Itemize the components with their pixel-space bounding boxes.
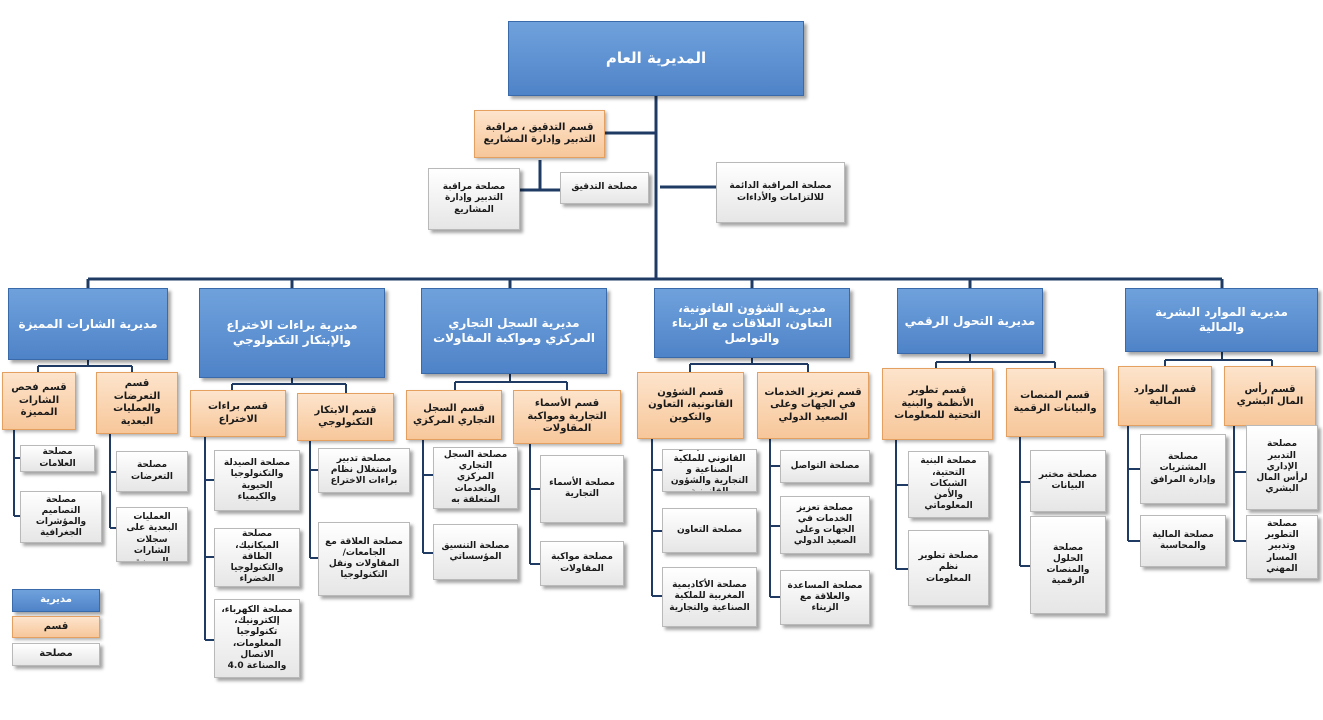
legend-division: قسم: [12, 616, 100, 638]
unit-electricity-it-industry40[interactable]: مصلحة الكهرباء، إلكترونيك، تكنولوجيا الم…: [214, 599, 300, 678]
unit-moroccan-academy[interactable]: مصلحة الأكاديمية المغربية للملكية الصناع…: [662, 567, 757, 627]
unit-business-support[interactable]: مصلحة مواكبة المقاولات: [540, 541, 624, 586]
directorate-digital-transformation[interactable]: مديرية التحول الرقمي: [897, 288, 1043, 354]
unit-legal-framework[interactable]: مصلحة الإطار القانوني للملكية الصناعية و…: [662, 449, 757, 492]
division-services-regions-international[interactable]: قسم تعزيز الخدمات في الجهات وعلى الصعيد …: [757, 372, 869, 439]
division-marks-examination[interactable]: قسم فحص الشارات المميزة: [2, 372, 76, 430]
legend-directorate: مديرية: [12, 589, 100, 612]
division-patents[interactable]: قسم براءات الاختراع: [190, 390, 286, 437]
unit-services-regions[interactable]: مصلحة تعزيز الخدمات في الجهات وعلى الصعي…: [780, 496, 870, 554]
unit-patent-system-management[interactable]: مصلحة تدبير واستغلال نظام براءات الاخترا…: [318, 448, 410, 493]
unit-designs-geo-indications[interactable]: مصلحة التصاميم والمؤشرات الجغرافية: [20, 491, 102, 543]
unit-customer-assistance[interactable]: مصلحة المساعدة والعلاقة مع الزبناء: [780, 570, 870, 625]
unit-hr-administration[interactable]: مصلحة التدبير الإداري لرأس المال البشري: [1246, 425, 1318, 510]
division-financial-resources[interactable]: قسم الموارد المالية: [1118, 366, 1212, 426]
division-opposition-post-ops[interactable]: قسم التعرضات والعمليات البعدية: [96, 372, 178, 434]
directorate-distinctive-marks[interactable]: مديرية الشارات المميزة: [8, 288, 168, 360]
project-control-unit-box[interactable]: مصلحة مراقبة التدبير وإدارة المشاريع: [428, 168, 520, 230]
division-tech-innovation[interactable]: قسم الابتكار التكنولوجي: [297, 393, 394, 441]
unit-university-relations-tech-transfer[interactable]: مصلحة العلاقة مع الجامعات/المقاولات ونقل…: [318, 522, 410, 596]
unit-cooperation[interactable]: مصلحة التعاون: [662, 508, 757, 553]
directorate-patents[interactable]: مديرية براءات الاختراع والإبتكار التكنول…: [199, 288, 385, 378]
unit-data-lab[interactable]: مصلحة مختبر البيانات: [1030, 450, 1106, 512]
director-general-box[interactable]: المديرية العام: [508, 21, 804, 96]
unit-communication[interactable]: مصلحة التواصل: [780, 450, 870, 483]
unit-post-registration-ops[interactable]: مصلحة العمليات البعدية على سجلات الشارات…: [116, 507, 188, 562]
legend-unit: مصلحة: [12, 643, 100, 666]
unit-information-systems-dev[interactable]: مصلحة تطوير نظم المعلومات: [908, 530, 989, 606]
unit-infrastructure-networks-security[interactable]: مصلحة البنية التحتية، الشبكات والأمن الم…: [908, 451, 989, 518]
division-digital-platforms[interactable]: قسم المنصات والبيانات الرقمية: [1006, 368, 1104, 437]
audit-unit-box[interactable]: مصلحة التدقيق: [560, 172, 649, 204]
division-legal-training[interactable]: قسم الشؤون القانونية، التعاون والتكوين: [637, 372, 744, 439]
unit-pharma-biotech-chem[interactable]: مصلحة الصيدلة والتكنولوجيا الحيوية والكي…: [214, 450, 300, 511]
unit-digital-solutions[interactable]: مصلحة الحلول والمنصات الرقمية: [1030, 516, 1106, 614]
directorate-hr-finance[interactable]: مديرية الموارد البشرية والمالية: [1125, 288, 1318, 352]
directorate-commercial-registry[interactable]: مديرية السجل التجاري المركزي ومواكبة الم…: [421, 288, 607, 374]
division-systems-infrastructure[interactable]: قسم تطوير الأنظمة والبنية التحتية للمعلو…: [882, 368, 993, 440]
unit-procurement-facilities[interactable]: مصلحة المشتريات وإدارة المرافق: [1140, 434, 1226, 504]
unit-finance-accounting[interactable]: مصلحة المالية والمحاسبة: [1140, 515, 1226, 567]
unit-central-registry-services[interactable]: مصلحة السجل التجاري المركزي والخدمات الم…: [433, 447, 518, 509]
directorate-legal-cooperation[interactable]: مديرية الشؤون القانونية، التعاون، العلاق…: [654, 288, 850, 358]
division-human-capital[interactable]: قسم رأس المال البشري: [1224, 366, 1316, 426]
audit-division-box[interactable]: قسم التدقيق ، مراقبة التدبير وإدارة المش…: [474, 110, 605, 158]
unit-trade-names[interactable]: مصلحة الأسماء التجارية: [540, 455, 624, 523]
permanent-monitoring-unit-box[interactable]: مصلحة المراقبة الدائمة للالتزامات والأدا…: [716, 162, 845, 223]
unit-institutional-coordination[interactable]: مصلحة التنسيق المؤسساتي: [433, 524, 518, 580]
unit-trademarks[interactable]: مصلحة العلامات: [20, 445, 95, 472]
division-trade-names[interactable]: قسم الأسماء التجارية ومواكبة المقاولات: [513, 390, 621, 444]
division-central-registry[interactable]: قسم السجل التجاري المركزي: [406, 390, 502, 440]
unit-mechanics-energy-green[interactable]: مصلحة الميكانيك، الطاقة والتكنولوجيا الخ…: [214, 528, 300, 587]
unit-oppositions[interactable]: مصلحة التعرضات: [116, 451, 188, 492]
unit-career-development[interactable]: مصلحة التطوير وتدبير المسار المهني: [1246, 515, 1318, 579]
